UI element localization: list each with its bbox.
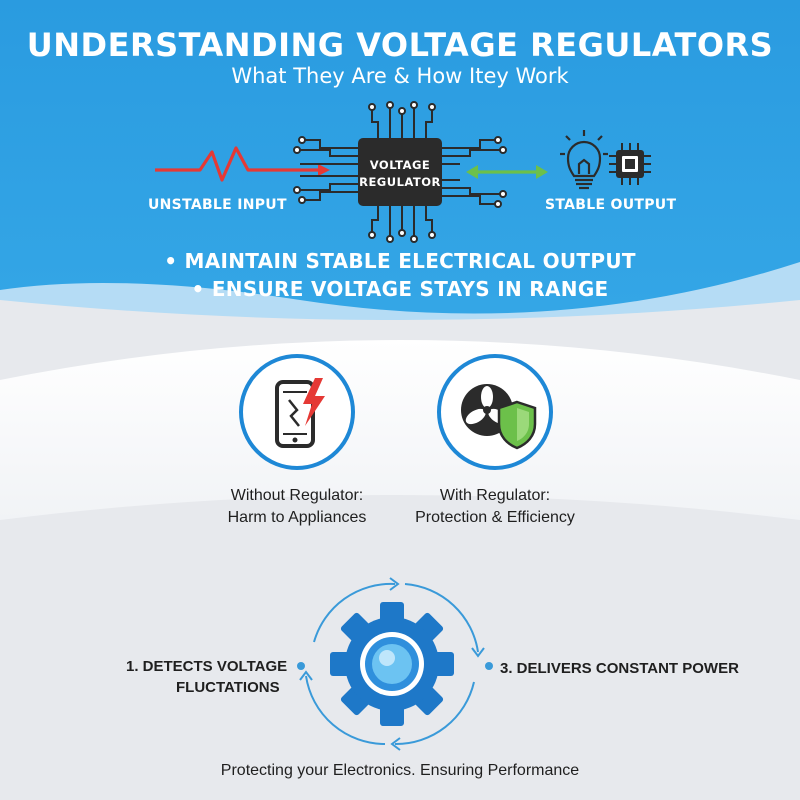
arrow-double-icon (466, 165, 548, 179)
page-title: UNDERSTANDING VOLTAGE REGULATORS (26, 26, 774, 64)
with-regulator-desc: Protection & Efficiency (415, 509, 575, 526)
chip-label-line2: REGULATOR (359, 175, 441, 189)
lightbulb-icon (560, 130, 608, 190)
shield-icon (497, 400, 537, 450)
step-deliver: 3. DELIVERS CONSTANT POWER (500, 660, 739, 677)
arrow-right-icon (318, 164, 330, 176)
regulator-chip (358, 138, 442, 206)
step-right-dot (485, 662, 493, 670)
cycle-diagram (299, 577, 485, 751)
step-detect: 1. DETECTS VOLTAGE FLUCTATIONS (126, 656, 290, 698)
bullet-voltage-range: • ENSURE VOLTAGE STAYS IN RANGE (191, 277, 609, 301)
without-regulator-caption: Without Regulator: Harm to Appliances (187, 485, 407, 529)
chip-label: VOLTAGE REGULATOR (354, 157, 446, 191)
step-detect-line1: 1. DETECTS VOLTAGE (126, 658, 288, 675)
bullet-stable-output: • MAINTAIN STABLE ELECTRICAL OUTPUT (164, 249, 636, 273)
page-subtitle: What They Are & How Itey Work (231, 64, 569, 88)
with-regulator-caption: With Regulator: Protection & Efficiency (385, 485, 605, 529)
with-regulator-title: With Regulator: (439, 487, 551, 504)
phone-icon (275, 380, 315, 448)
lightning-icon (303, 378, 325, 426)
lightning-icon (155, 146, 325, 182)
chip-label-line1: VOLTAGE (369, 158, 431, 172)
cycle-arrows-icon (305, 582, 479, 746)
without-regulator-desc: Harm to Appliances (227, 509, 367, 526)
without-regulator-badge (239, 354, 355, 470)
microchip-icon (609, 143, 651, 185)
unstable-input-label: UNSTABLE INPUT (148, 197, 287, 213)
regulator-flow-diagram (155, 101, 651, 243)
with-regulator-badge (437, 354, 553, 470)
without-regulator-title: Without Regulator: (230, 487, 364, 504)
step-detect-line2: FLUCTATIONS (176, 679, 280, 696)
circuit-traces (293, 101, 507, 243)
footer-tagline: Protecting your Electronics. Ensuring Pe… (220, 762, 580, 779)
stable-output-label: STABLE OUTPUT (545, 197, 677, 213)
step-left-dot (297, 662, 305, 670)
gear-icon (330, 602, 454, 726)
